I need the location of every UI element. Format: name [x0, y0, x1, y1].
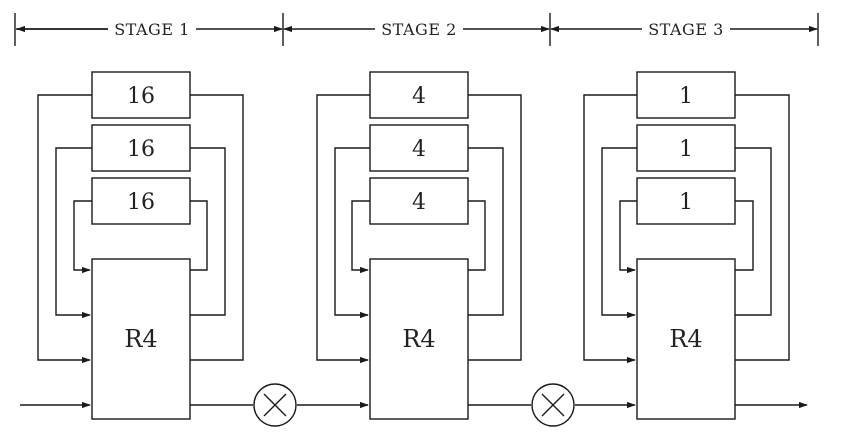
stage-header-1: STAGE 1: [14, 13, 284, 46]
register-size: 16: [127, 190, 155, 215]
feedback-loop-middle: [334, 147, 370, 319]
main-data-path: [20, 383, 808, 427]
register-size: 1: [679, 137, 693, 162]
feedback-loop-outer: [316, 94, 370, 364]
register-size: 1: [679, 190, 693, 215]
radix4-butterfly: [636, 258, 736, 420]
feedback-loop-middle-return: [190, 147, 226, 316]
feedback-loop-inner: [619, 200, 637, 274]
butterfly-label: R4: [402, 325, 435, 353]
butterfly-label: R4: [124, 325, 157, 353]
feedback-loop-outer: [583, 94, 637, 364]
feedback-loop-outer-return: [468, 94, 522, 361]
stage-header-2: STAGE 2: [283, 13, 551, 46]
register-size: 16: [127, 84, 155, 109]
butterfly-label: R4: [669, 325, 702, 353]
register-size: 4: [412, 137, 426, 162]
stage-3-block: 1 1 1 R4: [583, 71, 790, 420]
feedback-loop-middle: [601, 147, 637, 319]
delay-register: [636, 71, 736, 119]
delay-register: [369, 71, 469, 119]
feedback-loop-inner: [73, 200, 92, 274]
stage-label: STAGE 3: [648, 20, 724, 39]
delay-register: [636, 124, 736, 172]
delay-register: [91, 71, 191, 119]
stage-1-block: 16 16 16 R4: [37, 71, 244, 420]
feedback-loop-outer: [37, 94, 92, 364]
radix4-butterfly: [91, 258, 191, 420]
feedback-loop-inner-return: [190, 200, 208, 271]
register-size: 4: [412, 84, 426, 109]
register-size: 1: [679, 84, 693, 109]
feedback-loop-outer-return: [190, 94, 244, 361]
stage-header-3: STAGE 3: [550, 13, 819, 46]
radix4-butterfly: [369, 258, 469, 420]
stage-label: STAGE 2: [381, 20, 457, 39]
feedback-loop-inner-return: [468, 200, 486, 271]
register-size: 16: [127, 137, 155, 162]
multiply-icon: [263, 393, 287, 417]
feedback-loop-inner: [351, 200, 370, 274]
delay-register: [91, 124, 191, 172]
register-size: 4: [412, 190, 426, 215]
feedback-loop-inner-return: [735, 200, 754, 271]
feedback-loop-outer-return: [735, 94, 790, 361]
feedback-loop-middle-return: [735, 147, 772, 316]
delay-register: [369, 124, 469, 172]
delay-register: [91, 177, 191, 225]
feedback-loop-middle-return: [468, 147, 504, 316]
stage-label: STAGE 1: [114, 20, 190, 39]
delay-register: [369, 177, 469, 225]
stage-2-block: 4 4 4 R4: [316, 71, 522, 420]
multiply-icon: [541, 393, 565, 417]
feedback-loop-middle: [55, 147, 92, 319]
delay-register: [636, 177, 736, 225]
